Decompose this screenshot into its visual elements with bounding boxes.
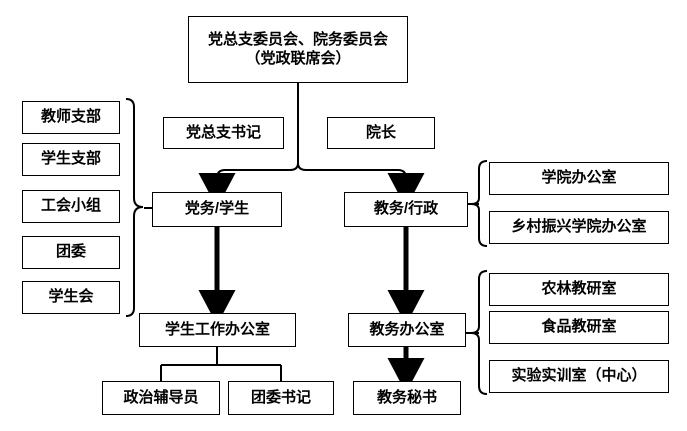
node-student-union[interactable]: 学生会 xyxy=(22,281,120,314)
node-academic-secretary[interactable]: 教务秘书 xyxy=(353,381,461,415)
node-academic-administration[interactable]: 教务/行政 xyxy=(344,192,468,227)
node-party-secretary[interactable]: 党总支书记 xyxy=(163,117,284,149)
node-food-teaching-office[interactable]: 食品教研室 xyxy=(489,311,669,344)
node-union-group[interactable]: 工会小组 xyxy=(22,190,120,223)
node-party-affairs-students[interactable]: 党务/学生 xyxy=(152,192,282,227)
node-lab-training-center[interactable]: 实验实训室（中心） xyxy=(489,360,669,393)
node-student-work-office[interactable]: 学生工作办公室 xyxy=(139,313,296,347)
node-student-branch[interactable]: 学生支部 xyxy=(22,143,120,176)
node-teacher-branch[interactable]: 教师支部 xyxy=(22,101,120,134)
node-political-counselor[interactable]: 政治辅导员 xyxy=(102,381,220,415)
node-youth-league-committee[interactable]: 团委 xyxy=(22,236,120,269)
node-youth-league-secretary[interactable]: 团委书记 xyxy=(228,381,334,415)
node-agriculture-forestry-teaching-office[interactable]: 农林教研室 xyxy=(489,273,669,306)
node-college-office[interactable]: 学院办公室 xyxy=(489,162,669,195)
node-academic-affairs-office[interactable]: 教务办公室 xyxy=(348,313,466,347)
node-party-general-committee[interactable]: 党总支委员会、院务委员会 （党政联席会） xyxy=(188,16,408,83)
node-dean[interactable]: 院长 xyxy=(327,117,435,149)
node-rural-revitalization-office[interactable]: 乡村振兴学院办公室 xyxy=(489,211,669,244)
